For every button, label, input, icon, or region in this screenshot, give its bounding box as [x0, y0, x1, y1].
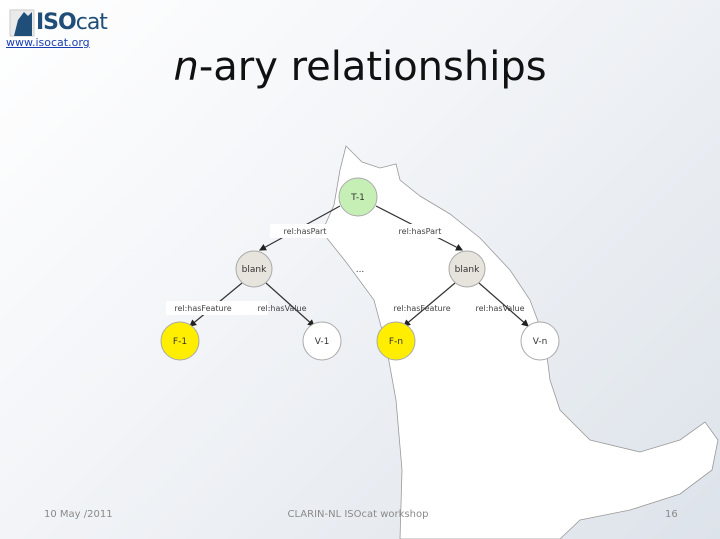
node-blank-right-label: blank — [455, 265, 480, 275]
edge-label-hasfeature-right: rel:hasFeature — [393, 304, 450, 313]
ellipsis: ... — [356, 265, 365, 275]
isocat-link[interactable]: www.isocat.org — [6, 36, 90, 49]
isocat-logo: ISOcat — [6, 4, 108, 52]
slide-number: 16 — [665, 509, 678, 520]
edge-label-hasvalue-right: rel:hasValue — [475, 304, 524, 313]
node-v1-label: V-1 — [315, 337, 330, 347]
edge-label-hasvalue-left: rel:hasValue — [257, 304, 306, 313]
node-vn-label: V-n — [533, 337, 548, 347]
slide-title: n-ary relationships — [0, 44, 720, 90]
logo-light: cat — [75, 10, 108, 35]
node-blank-left — [235, 250, 273, 288]
edge-label-haspart-left: rel:hasPart — [284, 227, 327, 236]
node-blank-right — [448, 250, 486, 288]
logo-text: ISOcat — [36, 10, 108, 35]
footer-event: CLARIN-NL ISOcat workshop — [287, 509, 429, 520]
node-root-label: T-1 — [350, 193, 365, 203]
cat-silhouette — [321, 145, 719, 539]
logo-bold: ISO — [36, 10, 77, 35]
node-vn — [520, 321, 560, 361]
node-fn — [376, 321, 416, 361]
node-blank-left-label: blank — [242, 265, 267, 275]
cat-logo-icon — [9, 9, 35, 37]
edge-label-haspart-right: rel:hasPart — [399, 227, 442, 236]
footer-date: 10 May /2011 — [44, 509, 113, 520]
node-f1 — [160, 321, 200, 361]
node-root — [338, 177, 378, 217]
node-fn-label: F-n — [389, 337, 403, 347]
title-rest: -ary relationships — [198, 44, 547, 90]
edge-label-hasfeature-left: rel:hasFeature — [174, 304, 231, 313]
title-italic: n — [173, 44, 199, 90]
node-f1-label: F-1 — [173, 337, 187, 347]
node-v1 — [302, 321, 342, 361]
